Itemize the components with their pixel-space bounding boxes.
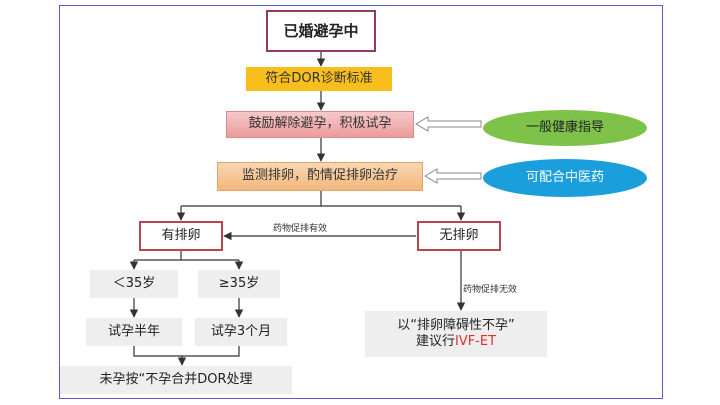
node-dor-criteria: 符合DOR诊断标准 xyxy=(246,67,392,91)
node-encourage-conception: 鼓励解除避孕，积极试孕 xyxy=(226,111,414,138)
node-married-contraception: 已婚避孕中 xyxy=(266,10,376,52)
node-health-guidance: 一般健康指导 xyxy=(483,110,647,146)
edge-label-ineffective: 药物促排无效 xyxy=(463,285,518,295)
ivf-line-2: 建议行IVF-ET xyxy=(416,334,496,350)
node-try-half-year: 试孕半年 xyxy=(86,318,182,346)
flowchart-connectors xyxy=(129,52,482,366)
node-over-35: ≥35岁 xyxy=(198,270,280,298)
ivf-line-2-prefix: 建议行 xyxy=(415,334,455,349)
node-anovulation: 无排卵 xyxy=(417,221,501,251)
arrow-tcm-to-monitor xyxy=(424,168,482,184)
edge-merge xyxy=(133,346,240,357)
node-monitor-ovulation: 监测排卵，酌情促排卵治疗 xyxy=(217,162,423,191)
node-ivf-et: 以“排卵障碍性不孕” 建议行IVF-ET xyxy=(365,311,547,357)
node-try-3-months: 试孕3个月 xyxy=(195,318,287,346)
flowchart-frame: 已婚避孕中 符合DOR诊断标准 鼓励解除避孕，积极试孕 监测排卵，酌情促排卵治疗… xyxy=(59,5,663,399)
ivf-line-1: 以“排卵障碍性不孕” xyxy=(397,317,515,333)
node-ovulation: 有排卵 xyxy=(139,221,223,251)
edge-label-effective: 药物促排有效 xyxy=(273,224,328,234)
node-under-35: ＜35岁 xyxy=(90,270,178,298)
ivf-highlight: IVF-ET xyxy=(454,334,497,349)
node-infertility-dor: 未孕按“不孕合并DOR处理 xyxy=(60,366,292,394)
arrow-health-to-encourage xyxy=(415,116,482,132)
node-tcm: 可配合中医药 xyxy=(483,159,647,197)
